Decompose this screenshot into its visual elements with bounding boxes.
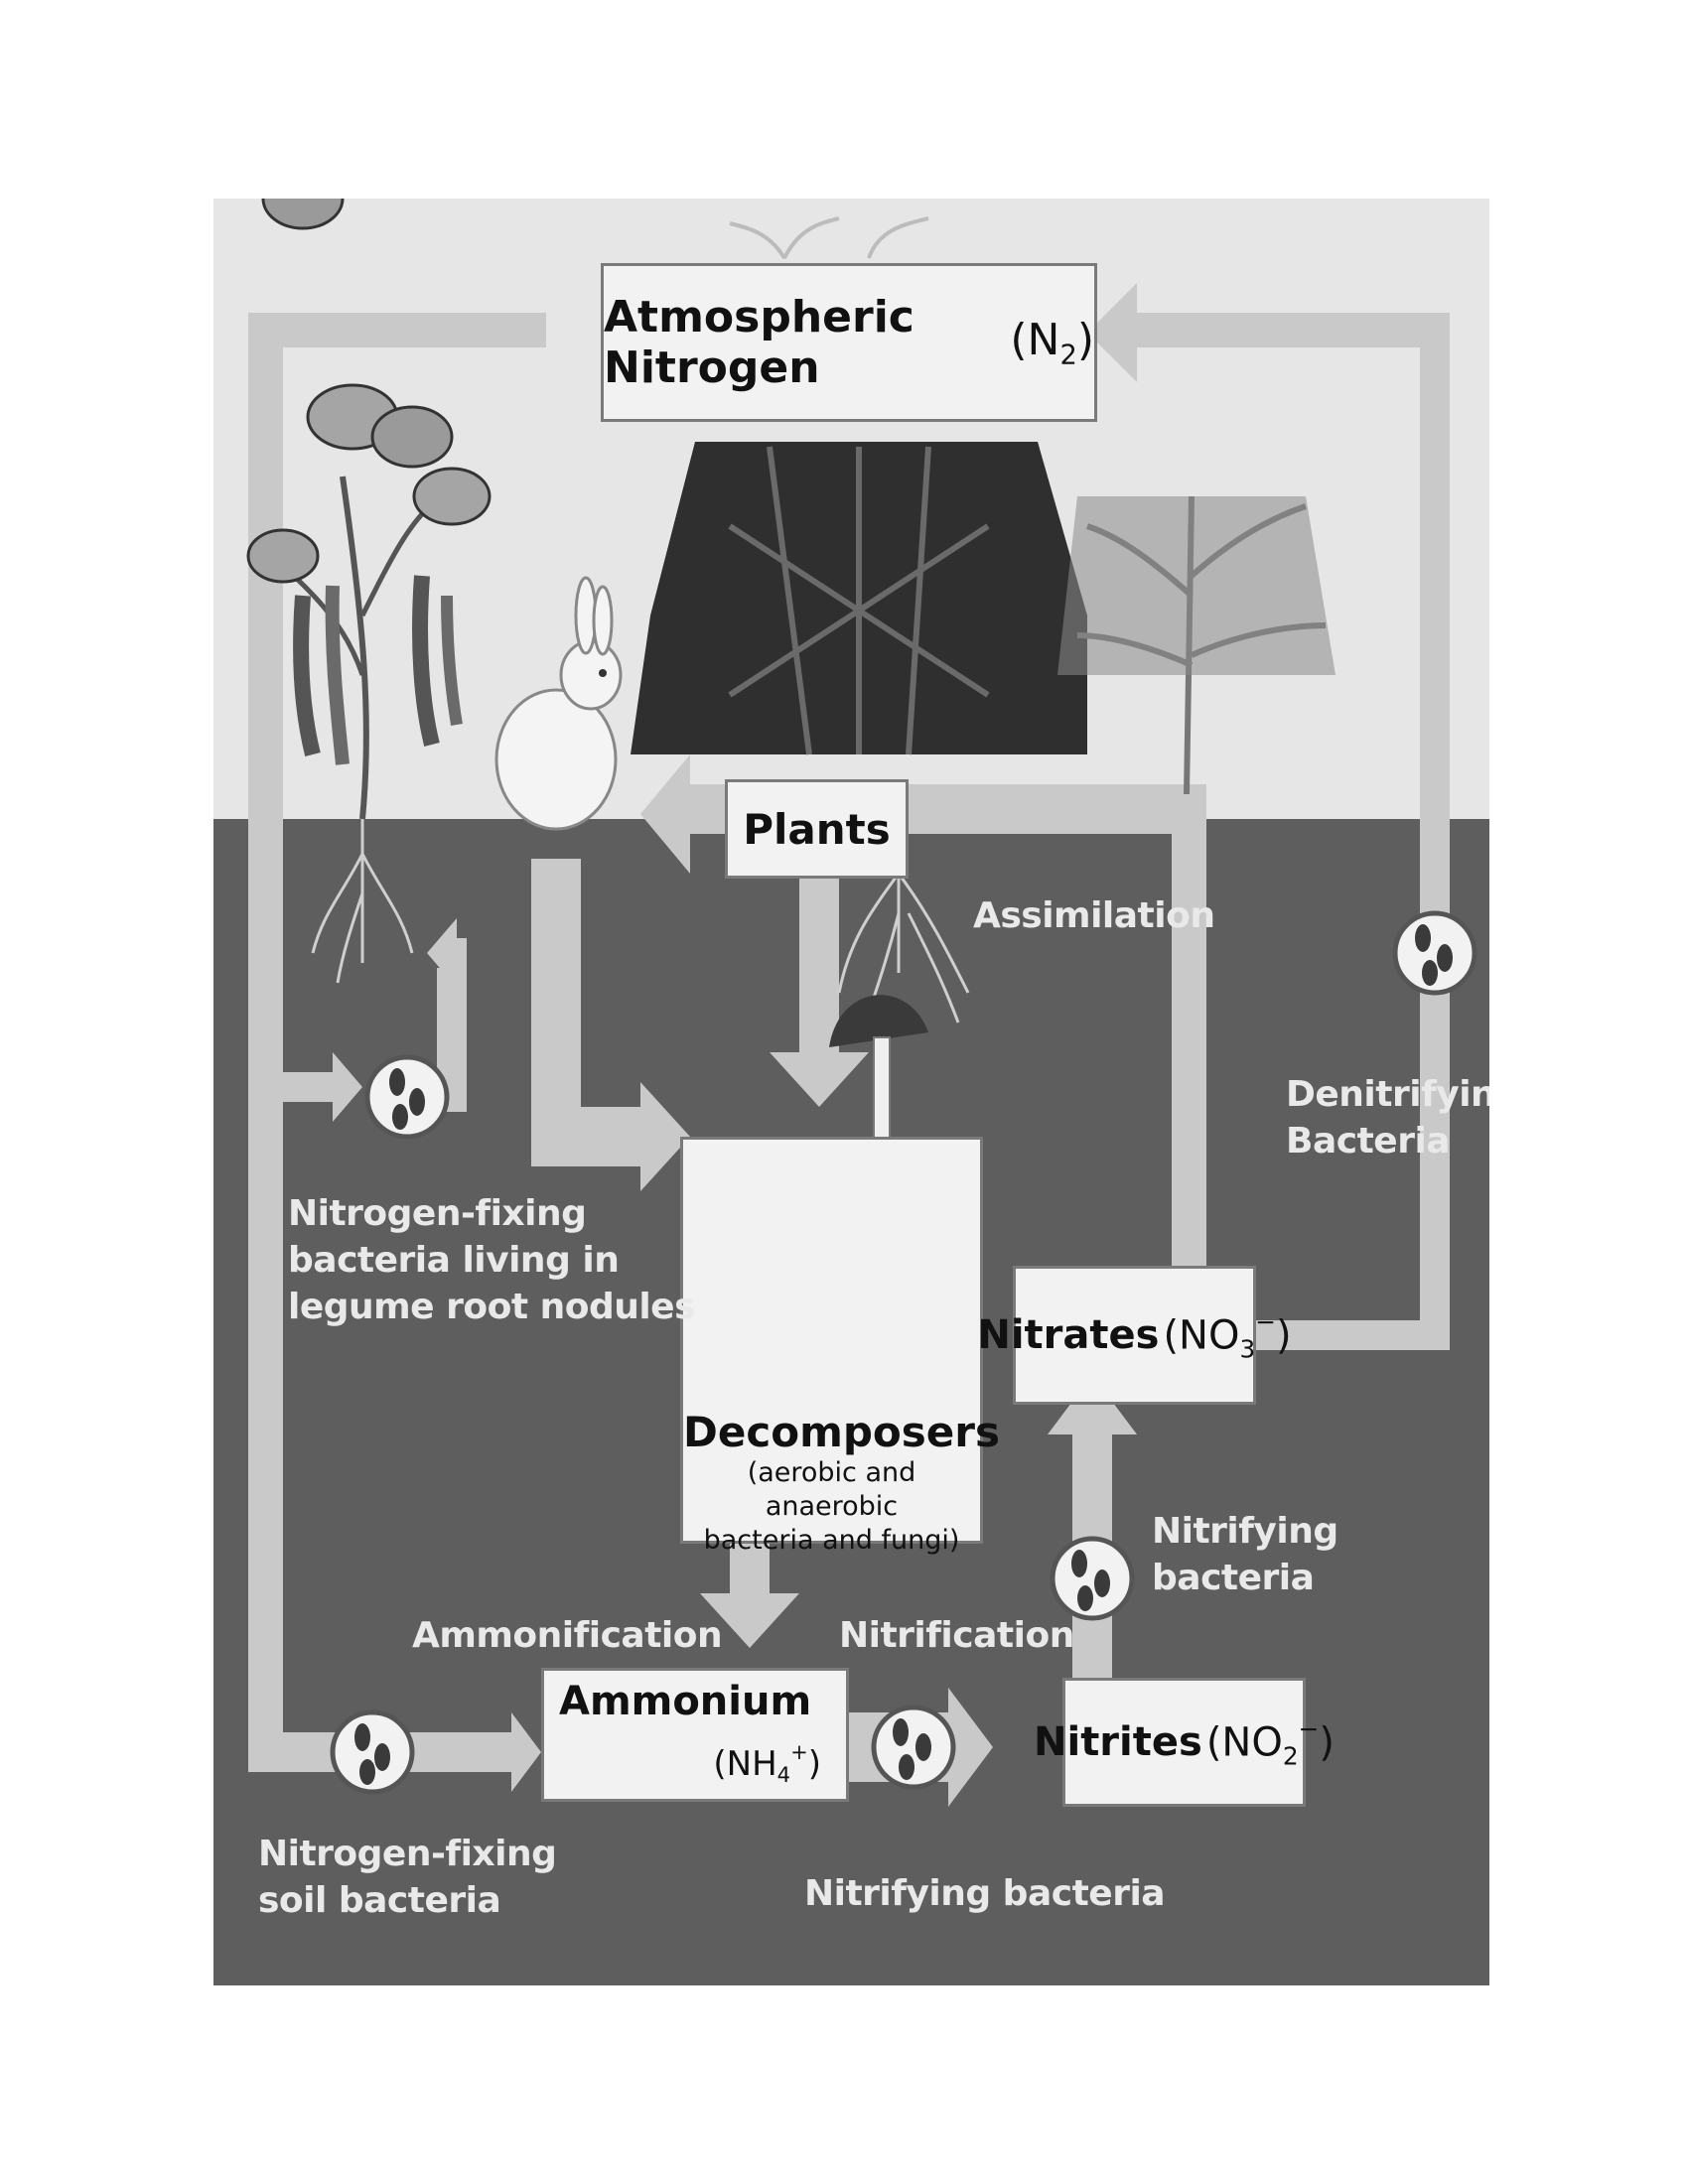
legume-plant-illustration — [246, 199, 492, 984]
arrow-nodules-to-legume — [427, 918, 467, 1112]
soil-bacteria-label: Nitrogen-fixing soil bacteria — [258, 1834, 557, 1921]
arrow-plants-to-decomposers — [770, 869, 869, 1107]
decomposers-desc-line1: (aerobic and anaerobic — [747, 1457, 916, 1522]
arrow-nitrites-to-nitrates — [1048, 1375, 1137, 1678]
nitrification-label: Nitrification — [839, 1615, 1074, 1656]
bacteria-circle-nitrifying-right — [1050, 1536, 1135, 1621]
nodule-bacteria-label: Nitrogen-fixing bacteria living in legum… — [288, 1193, 696, 1327]
right-tree-illustration — [1057, 495, 1336, 795]
arrow-nitrates-to-plants — [640, 754, 1206, 1271]
top-branches — [729, 216, 929, 260]
nitrates-label: Nitrates — [977, 1312, 1160, 1358]
atmospheric-nitrogen-label: Atmospheric Nitrogen — [604, 292, 914, 393]
bacteria-circle-nitrification — [871, 1705, 956, 1790]
nitrites-label: Nitrites — [1034, 1719, 1202, 1765]
arrow-left-loop — [248, 313, 546, 1767]
nitrifying-bacteria-right-label: Nitrifying bacteria — [1152, 1511, 1338, 1598]
nitrites-box: Nitrites (NO2−) — [1034, 1678, 1335, 1807]
decomposers-desc-line2: bacteria and fungi) — [703, 1524, 960, 1556]
decomposers-title: Decomposers — [683, 1408, 1000, 1456]
bacteria-circle-soil — [330, 1709, 415, 1795]
nitrifying-bacteria-bottom-label: Nitrifying bacteria — [804, 1873, 1166, 1914]
nitrogen-cycle-diagram: Atmospheric Nitrogen (N2) Plants Decompo… — [213, 199, 1489, 1985]
central-tree-illustration — [631, 442, 1087, 1024]
atmospheric-nitrogen-box: Atmospheric Nitrogen (N2) — [601, 263, 1097, 422]
plants-label: Plants — [743, 804, 891, 854]
plants-box: Plants — [725, 779, 909, 879]
ammonification-label: Ammonification — [412, 1615, 723, 1656]
arrow-animals-to-decomposers — [531, 859, 690, 1191]
bacteria-circle-nodule — [364, 1054, 450, 1140]
arrow-left-to-nodule — [253, 1052, 362, 1122]
assimilation-label: Assimilation — [973, 895, 1215, 936]
ammonium-box: Ammonium (NH4+) — [541, 1668, 849, 1802]
arrow-decomposers-to-ammonium — [700, 1519, 799, 1648]
ammonium-formula: (NH4+) — [713, 1738, 821, 1787]
bacteria-circle-denitrifying — [1392, 910, 1477, 996]
nitrates-box: Nitrates (NO3−) — [977, 1266, 1292, 1405]
decomposers-box: Decomposers (aerobic and anaerobic bacte… — [680, 1137, 1000, 1556]
denitrifying-bacteria-label: Denitrifying Bacteria — [1286, 1074, 1489, 1161]
rabbit-illustration — [494, 576, 623, 831]
ammonium-label: Ammonium — [559, 1679, 812, 1724]
